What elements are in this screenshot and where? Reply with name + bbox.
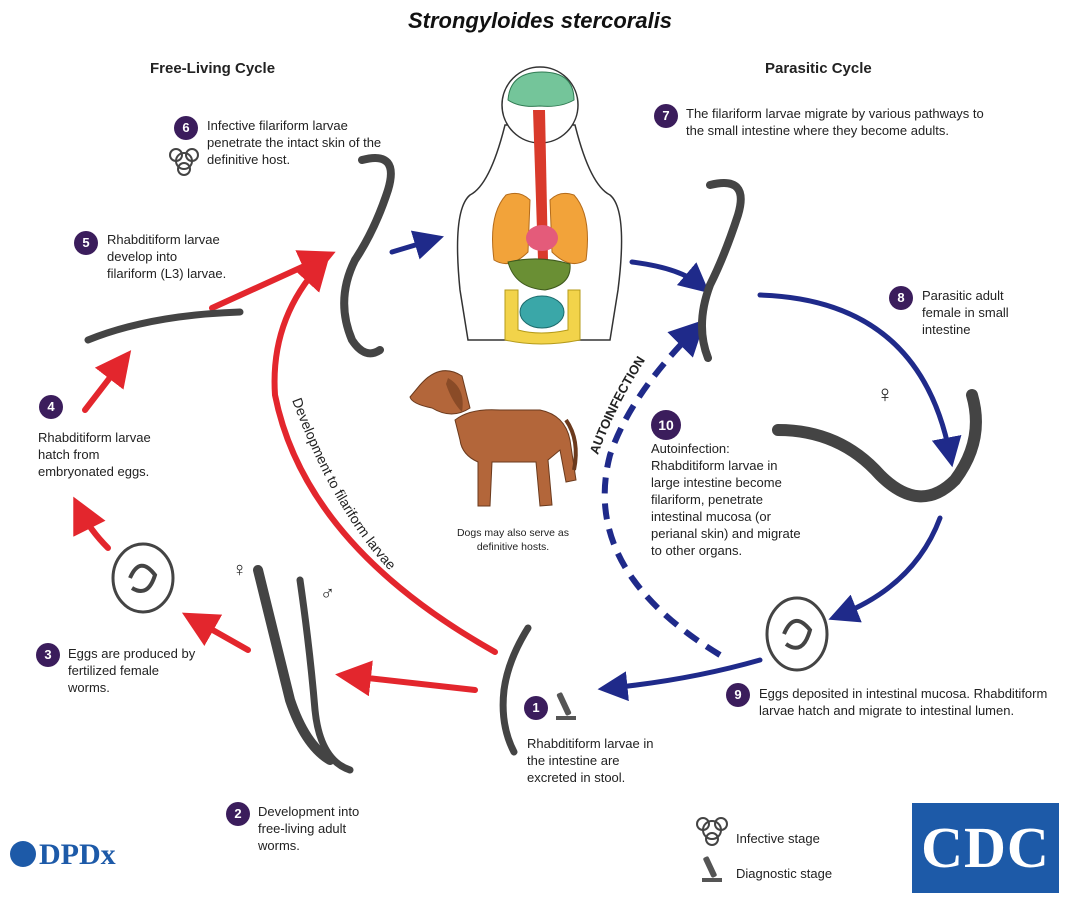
parasitic-heading: Parasitic Cycle <box>765 60 872 77</box>
biohazard-icon <box>169 148 199 176</box>
step-text-6: Infective filariform larvae penetrate th… <box>207 118 382 167</box>
dpdx-logo-text: DPDx <box>39 838 116 871</box>
step-badge-6: 6 <box>174 116 198 140</box>
dog-tail <box>564 418 578 471</box>
arrow-9-to-1 <box>597 657 763 702</box>
male-symbol-2: ♂ <box>320 583 335 605</box>
eggs <box>111 542 829 672</box>
step-badge-3: 3 <box>36 643 60 667</box>
step-text-9: Eggs deposited in intestinal mucosa. Rha… <box>759 686 1048 718</box>
small-intestine-shape <box>519 295 565 329</box>
free-living-arrows <box>73 250 498 697</box>
step-text-5: Rhabditiform larvae develop into filarif… <box>107 232 227 281</box>
biohazard-legend-icon <box>696 817 728 846</box>
microscope-legend-icon <box>702 856 722 882</box>
step-badge-8: 8 <box>889 286 913 310</box>
arrow-autoinfection <box>601 319 722 658</box>
filariform-larva-7 <box>697 179 745 362</box>
diagram-title: Strongyloides stercoralis <box>407 8 673 33</box>
dog-body <box>454 409 577 507</box>
step-badge-7: 7 <box>654 104 678 128</box>
human-body-figure <box>456 66 623 345</box>
brain-shape <box>507 71 575 107</box>
dpdx-logo-mark <box>10 841 36 867</box>
dogs-caption: Dogs may also serve as definitive hosts. <box>456 527 570 553</box>
egg-9 <box>765 596 829 672</box>
female-symbol-2: ♀ <box>232 559 247 581</box>
step-text-7: The filariform larvae migrate by various… <box>686 106 984 138</box>
larvae-and-worms <box>84 154 982 774</box>
legend-infective: Infective stage <box>736 831 820 846</box>
arrow-4-to-5 <box>82 350 132 413</box>
rhabditiform-larva-5 <box>84 308 244 344</box>
step-badge-5: 5 <box>74 231 98 255</box>
step-text-8: Parasitic adult female in small intestin… <box>922 288 1009 337</box>
arrow-8-to-9 <box>828 515 943 623</box>
microscope-icon <box>556 692 576 720</box>
cdc-logo: CDC <box>912 803 1059 893</box>
egg-3-larva <box>128 563 158 593</box>
dog-figure <box>409 370 578 507</box>
adult-male-worm-2 <box>296 576 354 774</box>
step-badge-1: 1 <box>524 696 548 720</box>
arrow-body-to-7 <box>629 259 710 294</box>
dog-ear <box>446 378 463 412</box>
filariform-larva-6 <box>340 154 395 358</box>
step-badge-4: 4 <box>39 395 63 419</box>
heart-shape <box>526 225 558 251</box>
step-badge-2: 2 <box>226 802 250 826</box>
lungs-right <box>549 192 588 265</box>
step-text-2: Development into free-living adult worms… <box>258 804 360 853</box>
arrow-development <box>271 253 498 655</box>
dpdx-logo: DPDx <box>10 838 116 872</box>
female-symbol-8: ♀ <box>876 381 894 408</box>
egg-9-larva <box>782 619 813 650</box>
arrow-3-to-4 <box>73 496 111 551</box>
step-badge-9: 9 <box>726 683 750 707</box>
legend-diagnostic: Diagnostic stage <box>736 866 833 881</box>
parasitic-female-worm-8 <box>772 389 982 503</box>
esophagus-shape <box>533 110 548 260</box>
rhabditiform-larva-1 <box>499 624 532 756</box>
egg-3 <box>111 542 175 614</box>
arrow-2-to-3 <box>181 612 251 653</box>
step-text-4: Rhabditiform larvae hatch from embryonat… <box>38 430 151 479</box>
step-badge-10: 10 <box>651 410 681 440</box>
step-text-1: Rhabditiform larvae in the intestine are… <box>527 736 654 785</box>
free-living-heading: Free-Living Cycle <box>150 60 276 77</box>
parasitic-arrows <box>389 230 962 702</box>
arrow-6-to-body <box>389 230 444 260</box>
adult-female-worm-2 <box>253 565 335 765</box>
large-intestine-shape <box>504 289 581 345</box>
stomach-shape <box>507 258 571 291</box>
arrow-7-to-8 <box>757 292 962 468</box>
step-text-3: Eggs are produced by fertilized female w… <box>68 646 196 695</box>
arrow-1-to-2 <box>335 660 478 697</box>
step-text-10: Autoinfection: Rhabditiform larvae in la… <box>651 441 801 558</box>
